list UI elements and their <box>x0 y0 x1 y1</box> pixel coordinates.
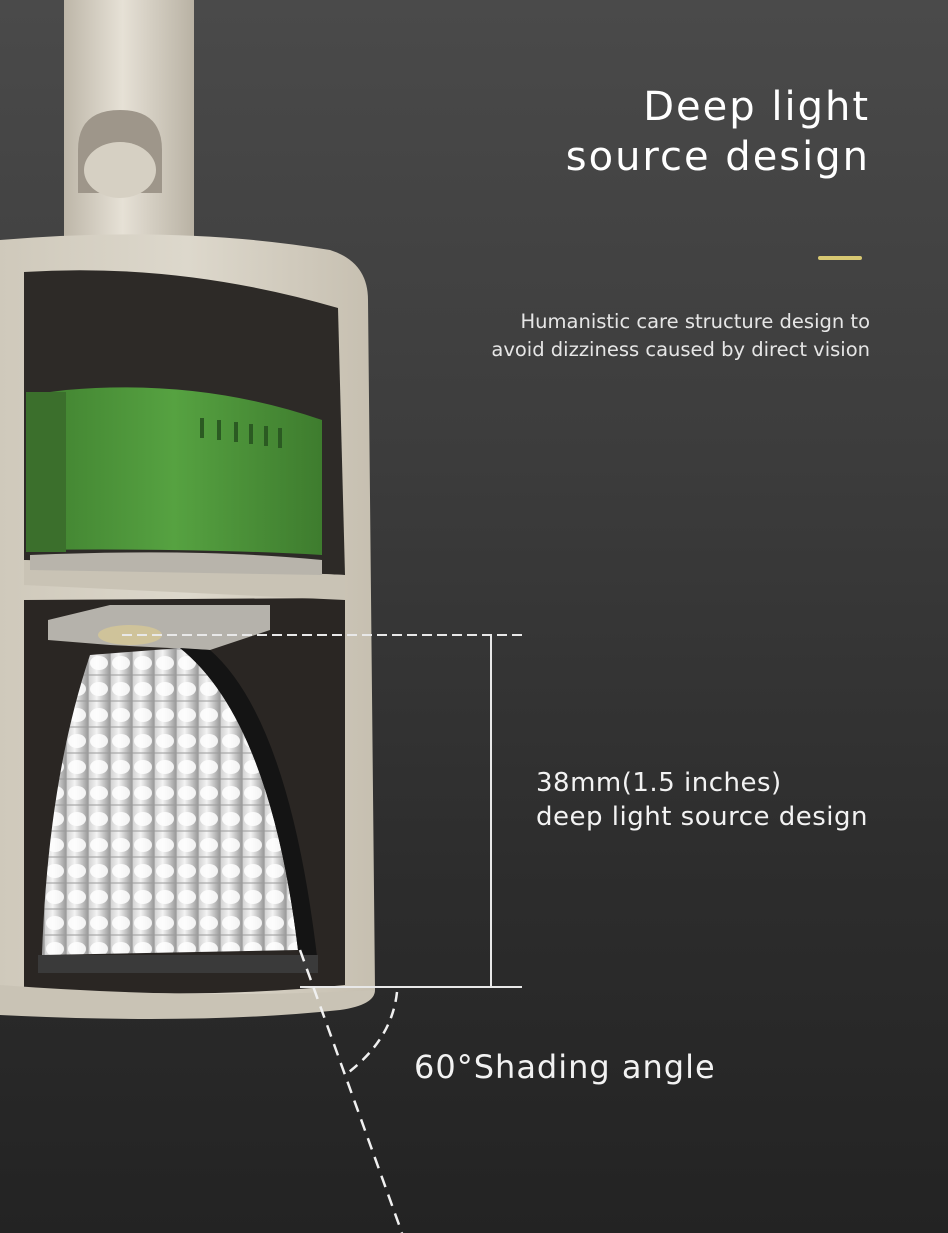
shading-angle-indicator <box>298 949 404 1233</box>
depth-value: 38mm(1.5 inches) <box>536 768 782 798</box>
page-title: Deep light source design <box>566 82 870 182</box>
subtitle: Humanistic care structure design to avoi… <box>491 308 870 364</box>
shading-angle-label: 60°Shading angle <box>414 1048 716 1086</box>
depth-description: deep light source design <box>536 802 869 832</box>
housing-rim <box>0 985 375 1019</box>
title-line-2: source design <box>565 134 870 180</box>
depth-annotation: 38mm(1.5 inches) deep light source desig… <box>536 766 868 834</box>
subtitle-line-2: avoid dizziness caused by direct vision <box>491 338 870 361</box>
subtitle-line-1: Humanistic care structure design to <box>520 310 871 333</box>
accent-bar <box>818 256 862 260</box>
depth-dimension <box>122 634 522 988</box>
led-mount <box>48 605 270 650</box>
green-driver <box>26 387 322 575</box>
faceted-reflector <box>38 648 318 973</box>
lamp-stem <box>64 0 194 240</box>
title-line-1: Deep light <box>643 84 870 130</box>
